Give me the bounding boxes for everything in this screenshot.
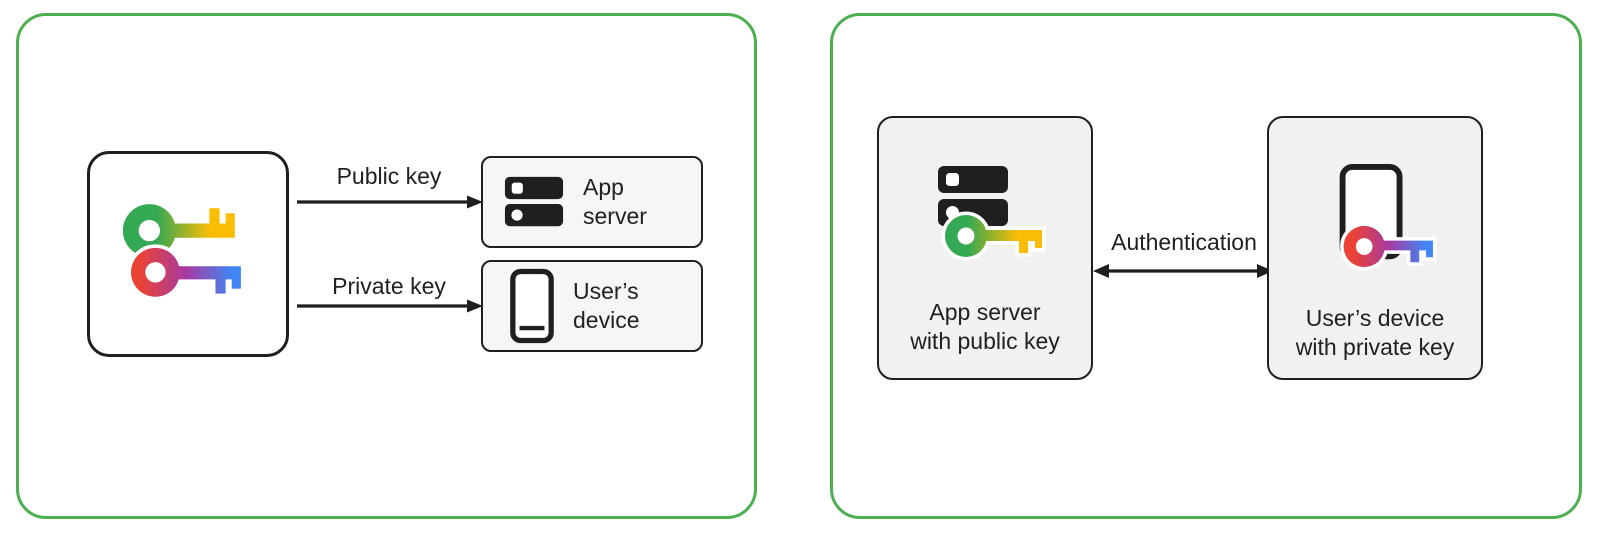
passkey-pair-icon (122, 204, 245, 301)
authentication-arrow (1093, 264, 1273, 278)
public-key-arrow (297, 195, 483, 209)
private-key-arrow (297, 299, 483, 313)
authentication-label: Authentication (1111, 229, 1257, 255)
app-server-public-key-box: App server with public key (877, 116, 1093, 380)
server-icon (504, 176, 564, 227)
app-server-public-key-label: App server with public key (910, 299, 1060, 354)
server-key-icon (938, 166, 1046, 261)
app-server-box: App server (481, 156, 703, 248)
authentication-panel: App server with public key Authenticatio… (830, 13, 1582, 519)
private-key-label: Private key (332, 273, 446, 299)
passkey-box (87, 151, 289, 357)
public-key-label: Public key (336, 163, 442, 189)
key-generation-panel: Public key App server Private key (16, 13, 757, 519)
users-device-private-key-label: User’s device with private key (1295, 305, 1455, 360)
phone-key-icon (1339, 164, 1437, 271)
app-server-label: App server (583, 174, 647, 229)
phone-icon (510, 268, 554, 344)
users-device-box: User’s device (481, 260, 703, 352)
users-device-private-key-box: User’s device with private key (1267, 116, 1483, 380)
users-device-label: User’s device (573, 278, 640, 333)
